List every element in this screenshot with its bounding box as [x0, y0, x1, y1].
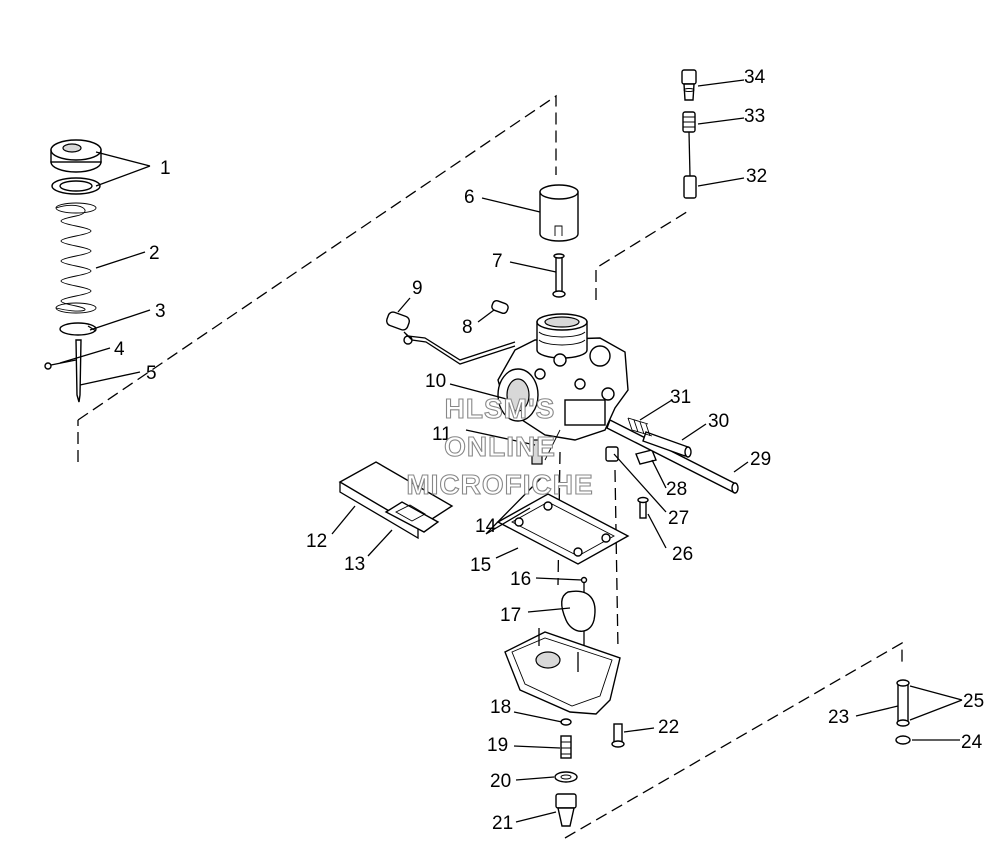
callout-21: 21 — [492, 813, 513, 834]
part-nut[interactable] — [895, 735, 911, 745]
part-throttle-slide[interactable] — [539, 184, 579, 242]
callout-29: 29 — [750, 449, 771, 470]
part-adjust-spring[interactable] — [627, 417, 653, 437]
part-drain-plug[interactable] — [555, 793, 577, 827]
callout-6: 6 — [464, 187, 475, 208]
part-float-bowl[interactable] — [504, 628, 621, 715]
callout-8: 8 — [462, 317, 473, 338]
assembly-dashed-lines — [77, 94, 903, 839]
part-bowl-screw[interactable] — [611, 723, 625, 748]
callout-12: 12 — [306, 531, 327, 552]
part-filter-screen[interactable] — [682, 111, 696, 177]
callout-24: 24 — [961, 732, 983, 753]
callout-23: 23 — [828, 707, 849, 728]
part-gasket-small[interactable] — [384, 501, 440, 533]
callout-31: 31 — [670, 387, 691, 408]
part-float[interactable] — [561, 590, 596, 632]
part-clip-plate[interactable] — [59, 322, 97, 336]
callout-15: 15 — [470, 555, 491, 576]
part-washer[interactable] — [554, 771, 578, 783]
callout-25: 25 — [963, 691, 984, 712]
callout-27: 27 — [668, 508, 689, 529]
callout-4: 4 — [114, 339, 125, 360]
part-pilot-screw[interactable] — [605, 446, 619, 462]
callout-22: 22 — [658, 717, 679, 738]
callout-11: 11 — [432, 424, 452, 445]
callout-18: 18 — [490, 697, 511, 718]
watermark-line1: HLSM'S — [445, 393, 556, 424]
callout-32: 32 — [746, 166, 767, 187]
watermark-line2: ONLINE — [444, 431, 556, 462]
part-pivot-pin[interactable] — [896, 679, 910, 727]
callout-3: 3 — [155, 301, 166, 322]
part-screw-26[interactable] — [637, 496, 649, 519]
callout-13: 13 — [344, 554, 365, 575]
callout-14: 14 — [475, 516, 497, 537]
callout-numbers: 1 2 3 4 5 6 7 8 9 10 11 12 13 14 15 16 1… — [114, 67, 984, 834]
callout-34: 34 — [744, 67, 766, 88]
callout-16: 16 — [510, 569, 531, 590]
part-needle-holder[interactable] — [552, 253, 566, 298]
callout-19: 19 — [487, 735, 508, 756]
part-main-jet[interactable] — [560, 735, 572, 759]
callout-17: 17 — [500, 605, 521, 626]
callout-10: 10 — [425, 371, 446, 392]
watermark-line3: MICROFICHE — [406, 469, 593, 500]
part-idle-screw[interactable] — [635, 449, 657, 465]
callout-20: 20 — [490, 771, 511, 792]
watermark: HLSM'S ONLINE MICROFICHE — [406, 392, 593, 500]
part-carburetor-body[interactable] — [497, 313, 629, 465]
part-fitting-lower[interactable] — [683, 175, 697, 199]
part-drain-washer-small[interactable] — [560, 718, 572, 726]
callout-7: 7 — [492, 251, 503, 272]
part-adjust-rod[interactable] — [606, 419, 739, 494]
callout-33: 33 — [744, 106, 765, 127]
part-e-clip[interactable] — [44, 359, 77, 370]
callout-28: 28 — [666, 479, 687, 500]
part-fitting-top[interactable] — [681, 69, 697, 101]
part-small-cap[interactable] — [491, 299, 509, 315]
leader-lines — [59, 79, 963, 823]
part-bowl-gasket[interactable] — [496, 493, 630, 565]
callout-26: 26 — [672, 544, 693, 565]
part-sensor-cable[interactable] — [385, 311, 516, 365]
part-cap-assembly[interactable] — [50, 139, 102, 195]
callout-9: 9 — [412, 278, 423, 299]
part-adjust-screw[interactable] — [642, 431, 692, 458]
part-jet-needle[interactable] — [75, 339, 82, 403]
callout-5: 5 — [146, 363, 157, 384]
callout-2: 2 — [149, 243, 160, 264]
part-spring[interactable] — [55, 202, 97, 314]
callout-30: 30 — [708, 411, 729, 432]
callout-1: 1 — [160, 158, 171, 179]
